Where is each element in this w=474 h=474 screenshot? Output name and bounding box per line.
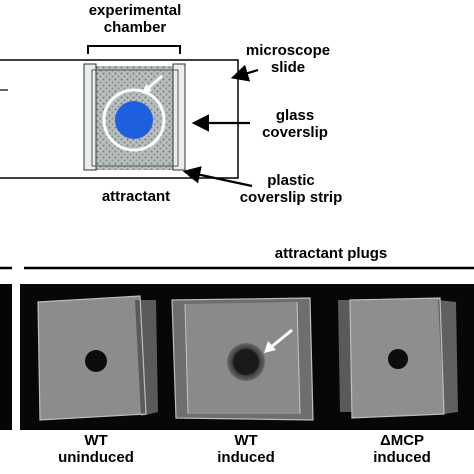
chamber-label: experimental chamber: [88, 2, 182, 36]
chamber-bracket: [87, 45, 181, 54]
photo-left-partial: [0, 284, 12, 430]
photo-panel-dmcp-induced: [338, 297, 458, 419]
photo-panel-wt-uninduced: [37, 295, 158, 421]
panel-label-dmcp-induced: ΔMCP induced: [373, 432, 431, 466]
photo-panel-wt-induced: [171, 297, 314, 421]
attractant-plugs-header: attractant plugs: [274, 245, 388, 262]
panel-label-wt-induced: WT induced: [217, 432, 275, 466]
plastic-arrow: [182, 166, 253, 188]
attractant-label: attractant: [101, 188, 171, 205]
glass-coverslip-label: glass coverslip: [262, 107, 328, 141]
plastic-strip-left: [83, 63, 97, 171]
panel-label-wt-uninduced: WT uninduced: [58, 432, 134, 466]
plastic-coverslip-strip-label: plastic coverslip strip: [239, 172, 343, 206]
microscope-arrow: [230, 64, 259, 82]
microscope-slide-label: microscope slide: [245, 42, 331, 76]
attractant-plug: [115, 101, 153, 139]
chamber-arrow-head: [142, 84, 152, 94]
plastic-strip-right: [172, 63, 186, 171]
glass-coverslip: [91, 69, 179, 167]
attractant-ring: [102, 88, 166, 152]
